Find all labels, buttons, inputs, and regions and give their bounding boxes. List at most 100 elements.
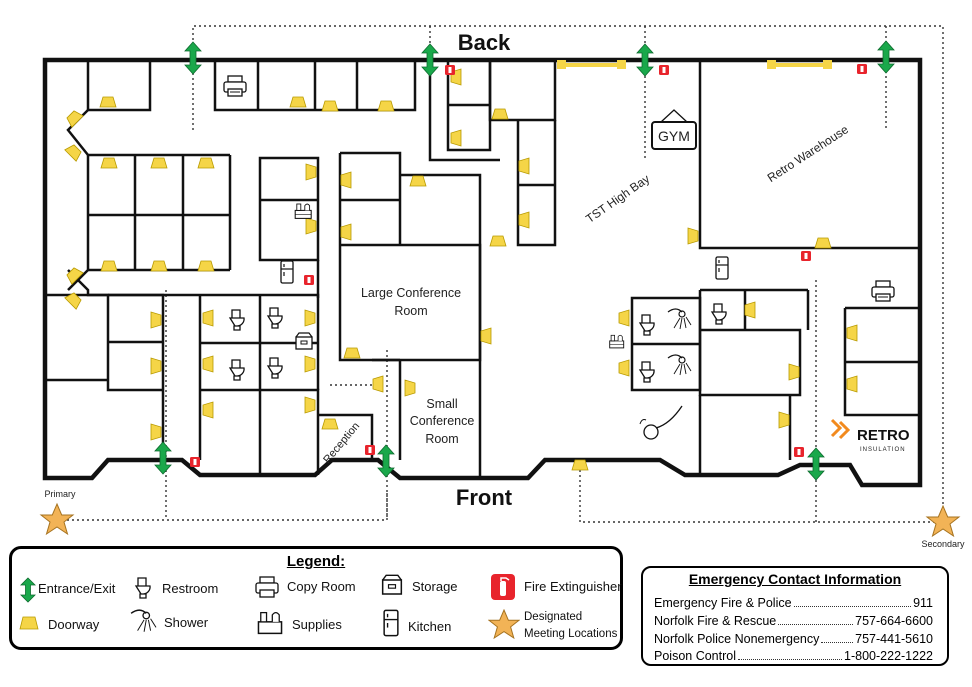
shower-icon [667,308,692,330]
fixtures [223,75,895,440]
toilet-icon [639,361,655,383]
toilet-icon [267,307,283,329]
legend-storage: Storage [412,579,458,594]
copy-room-icon [255,576,279,598]
emergency-title: Emergency Contact Information [688,571,902,587]
doorway-icon [150,423,162,441]
legend-copy-room: Copy Room [287,579,356,594]
toilet-icon [229,359,245,381]
doorway-icon [321,418,339,430]
retro-logo-main: RETRO [857,427,910,444]
doorway-icon [150,157,168,169]
doorway-icon [202,309,214,327]
doorway-icon [100,260,118,272]
doorway-icon [340,171,352,189]
doorway-icon [150,311,162,329]
supplies-icon [294,203,312,219]
shower-icon [667,354,692,376]
small-conference-label: Small [426,397,457,411]
legend-entrance-exit: Entrance/Exit [38,581,116,596]
front-label: Front [456,485,513,510]
fire-extinguisher-icon [190,457,200,467]
doorway-icon [64,290,84,310]
doorway-icon [289,96,307,108]
doorway-icon [19,616,39,630]
primary-label: Primary [45,489,76,499]
doorway-icon [100,157,118,169]
doorway-icon [618,309,630,327]
printer-icon [871,280,895,302]
doorway-icon [618,359,630,377]
fire-extinguisher-icon [365,445,375,455]
contact-number: 757-664-6600 [855,614,933,628]
toilet-icon [639,314,655,336]
retro-logo: RETRO INSULATION [830,418,910,453]
doorway-icon [321,100,339,112]
doorway-icon [304,309,316,327]
doorway-icon [197,157,215,169]
doorway-icon [202,401,214,419]
doorway-icon [304,355,316,373]
back-label: Back [458,30,511,55]
toilet-icon [267,357,283,379]
retro-logo-sub: INSULATION [860,447,906,453]
toilet-icon [711,303,727,325]
doorway-icon [202,355,214,373]
legend-title: Legend: [286,553,346,570]
doorway-icon [846,375,858,393]
doorway-icon [197,260,215,272]
doorway-icon [518,211,530,229]
doorway-icon [687,227,699,245]
doorway-icon [372,375,384,393]
contact-name: Emergency Fire & Police [654,596,792,610]
legend-kitchen: Kitchen [408,619,452,634]
shower-icon [130,609,157,632]
doorway-icon [480,327,492,345]
large-conference-label-2: Room [394,304,427,318]
doorway-icon [404,379,416,397]
printer-icon [223,75,247,97]
small-conference-label-3: Room [425,432,458,446]
fire-extinguisher-icon [801,251,811,261]
doorway-icon [64,108,84,128]
supplies-icon [609,334,625,349]
doorway-icon [489,235,507,247]
doorway-icon [491,108,509,120]
retro-warehouse-label: Retro Warehouse [765,122,851,185]
exit-arrow-icon [877,40,895,74]
secondary-meeting-star-icon [926,505,960,537]
doorway-icon [343,347,361,359]
supplies-icon [257,611,283,635]
contact-row: Poison Control 1-800-222-1222 [654,649,933,663]
doorway-icon [788,363,800,381]
meeting-location-star-icon [488,609,520,640]
gym-label: GYM [658,128,690,144]
legend: Legend: Entrance/Exit Doorway Restroom S… [9,546,623,650]
contact-number: 1-800-222-1222 [844,649,933,663]
small-conference-label-2: Conference [410,414,475,428]
doorway-icon [305,163,317,181]
doorway-icon [409,175,427,187]
doorway-icon [571,459,589,471]
legend-fire-extinguisher: Fire Extinguisher [524,579,622,594]
contact-number: 757-441-5610 [855,632,933,646]
doorway-icon [304,396,316,414]
storage-icon [381,574,403,595]
doorway-icon [846,324,858,342]
doorway-icon [814,237,832,249]
rollup-doors [557,60,832,69]
legend-doorway: Doorway [48,617,100,632]
fire-extinguisher-icon [304,275,314,285]
legend-restroom: Restroom [162,581,219,596]
legend-meeting-line2: Meeting Locations [524,628,618,640]
doorway-icon [150,357,162,375]
fridge-icon [715,256,729,280]
fire-extinguisher-icon [445,65,455,75]
doorway-icon [377,100,395,112]
fire-extinguisher-icon [659,65,669,75]
contact-name: Norfolk Fire & Rescue [654,614,777,628]
contact-name: Poison Control [654,649,736,663]
emergency-contact-panel: Emergency Contact Information Emergency … [641,566,949,666]
